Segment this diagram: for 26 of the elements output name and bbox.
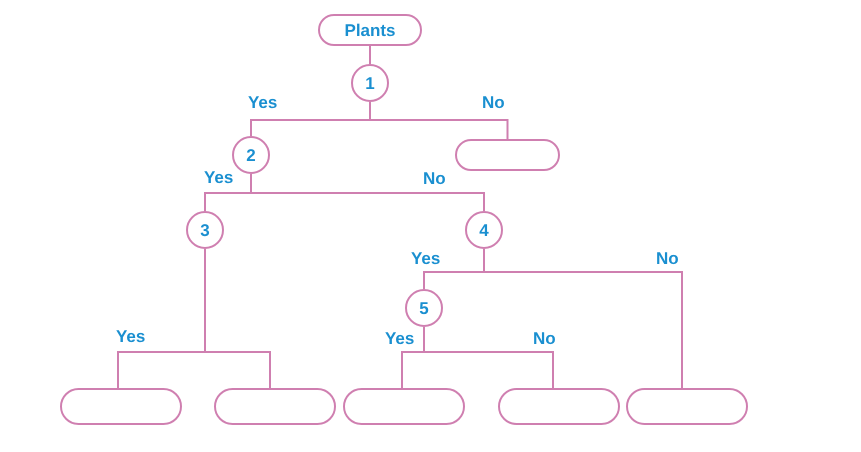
connector-line [423,327,554,388]
empty-box [455,139,560,171]
connector-line [369,46,371,64]
node-text: 1 [365,74,375,92]
edge-label: No [531,330,558,347]
empty-box [626,388,748,425]
node-text: 2 [246,146,256,164]
empty-box [214,388,336,425]
edge-label: Yes [114,328,148,345]
edge-label: Yes [383,330,416,347]
node-text: 5 [419,300,429,316]
node-text: 3 [200,222,210,238]
title-box [318,14,422,46]
edge-label: No [480,94,507,111]
edge-label: Yes [246,94,280,111]
empty-box [60,388,182,425]
connector-line [204,249,271,388]
edge-label: No [421,170,448,187]
node-text: 4 [479,222,489,238]
node-text: Plants [344,22,396,38]
edge-label: Yes [202,169,236,186]
edge-label: Yes [409,250,442,267]
edge-label: No [654,250,681,267]
connector-line [483,249,683,388]
empty-box [498,388,620,425]
empty-box [343,388,465,425]
